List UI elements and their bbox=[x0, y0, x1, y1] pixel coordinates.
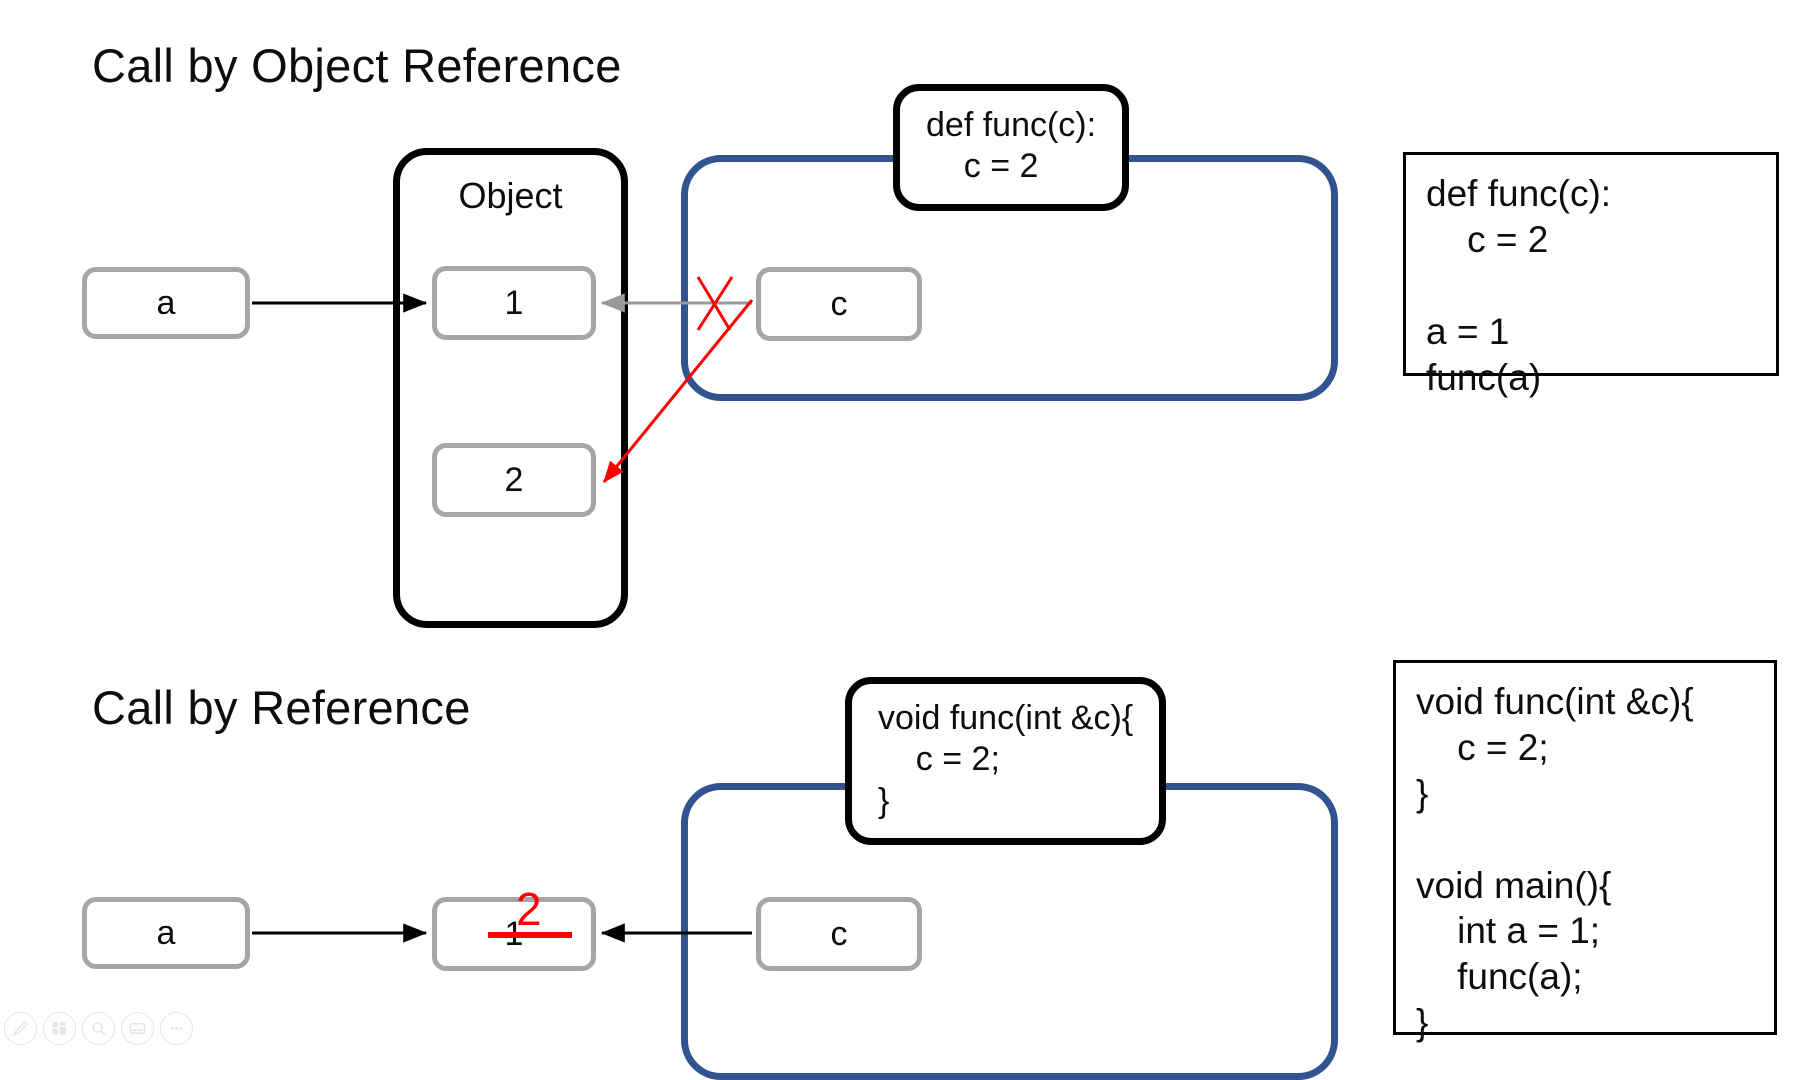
presenter-toolbar[interactable] bbox=[4, 1012, 193, 1045]
slides-grid-icon[interactable] bbox=[43, 1012, 76, 1045]
bottom-caller-variable-a: a bbox=[82, 897, 250, 969]
cpp-source-code-panel: void func(int &c){ c = 2; } void main(){… bbox=[1393, 660, 1777, 1043]
section-title-call-by-reference: Call by Reference bbox=[92, 681, 471, 734]
object-value-2: 2 bbox=[432, 443, 596, 517]
top-function-signature-box: def func(c): c = 2 bbox=[893, 84, 1130, 211]
magnifier-icon[interactable] bbox=[82, 1012, 115, 1045]
object-container-label: Object bbox=[458, 175, 563, 216]
section-title-call-by-object-reference: Call by Object Reference bbox=[92, 39, 622, 92]
slide-canvas: Call by Object Reference Call by Referen… bbox=[4, 39, 1779, 1080]
bottom-callee-variable-c: c bbox=[756, 897, 922, 971]
more-options-icon[interactable] bbox=[160, 1012, 193, 1045]
python-source-code-panel: def func(c): c = 2 a = 1 func(a) bbox=[1403, 152, 1779, 398]
pen-icon[interactable] bbox=[4, 1012, 37, 1045]
caption-icon[interactable] bbox=[121, 1012, 154, 1045]
top-caller-variable-a: a bbox=[82, 267, 250, 339]
bottom-function-signature-box: void func(int &c){ c = 2; } bbox=[845, 677, 1167, 846]
object-value-1: 1 bbox=[432, 266, 596, 340]
object-container: Object bbox=[393, 148, 628, 628]
bottom-cell-new-value: 2 bbox=[516, 883, 542, 935]
top-callee-variable-c: c bbox=[756, 267, 922, 341]
bottom-memory-cell: 1 bbox=[432, 897, 596, 971]
